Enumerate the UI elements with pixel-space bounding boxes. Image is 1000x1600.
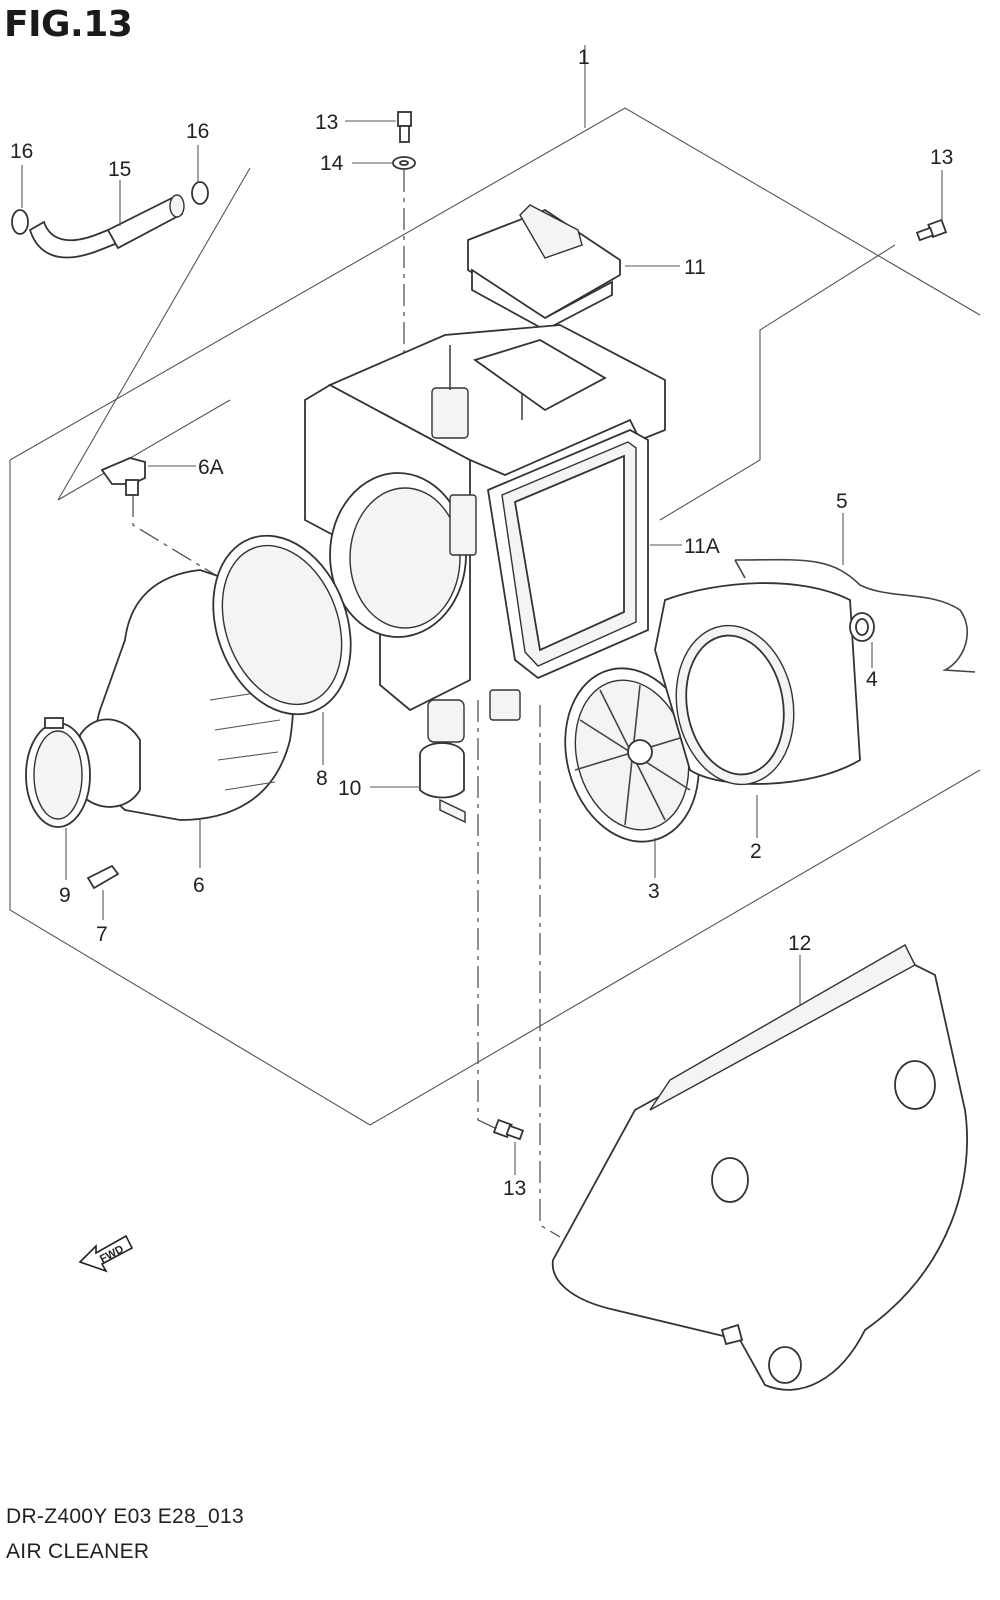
callout-11a: 11A (684, 535, 720, 558)
callout-14: 14 (320, 152, 344, 175)
part-13-bolt-bottom (492, 1118, 525, 1141)
callout-16-left: 16 (10, 140, 33, 163)
part-9-band-clamp (25, 717, 91, 828)
part-4-ring (849, 612, 875, 642)
part-2-filter-element (654, 582, 861, 786)
part-11-intake-duct (467, 204, 621, 332)
fwd-badge-label: FWD (98, 1243, 126, 1265)
part-14-washer (392, 156, 416, 170)
part-11a-seal-frame (487, 429, 649, 680)
part-6a-fitting (100, 457, 146, 496)
fwd-arrow-icon (78, 1234, 134, 1273)
callout-8: 8 (316, 767, 328, 790)
callout-6: 6 (193, 874, 205, 897)
part-15-breather-hose (28, 194, 185, 259)
part-5-wire-clip (734, 558, 976, 673)
callout-1: 1 (578, 46, 590, 69)
assembly-frame (9, 45, 981, 1126)
callout-5: 5 (836, 490, 848, 513)
part-13-bolt-top (397, 111, 412, 143)
callout-13-right: 13 (930, 146, 953, 169)
part-16-hose-clamps (11, 181, 209, 235)
callout-labels: 1 13 14 16 16 15 13 11 6A 11A 5 4 8 10 2… (10, 46, 953, 1200)
callout-15: 15 (108, 158, 131, 181)
callout-4: 4 (866, 668, 878, 691)
callout-6a: 6A (198, 456, 224, 479)
callout-7: 7 (96, 923, 108, 946)
callout-13-top: 13 (315, 111, 338, 134)
model-code: DR-Z400Y E03 E28_013 (6, 1505, 244, 1528)
figure-title: FIG.13 (4, 4, 133, 45)
part-13-bolt-right (915, 218, 948, 242)
callout-2: 2 (750, 840, 762, 863)
callout-11: 11 (684, 256, 706, 279)
callout-12: 12 (788, 932, 811, 955)
callout-16-right: 16 (186, 120, 209, 143)
fwd-direction-badge: FWD (78, 1234, 134, 1273)
callout-10: 10 (338, 777, 361, 800)
part-10-grommet (419, 742, 466, 824)
callout-9: 9 (59, 884, 71, 907)
part-7-drain-plug (86, 864, 120, 890)
part-8-gasket (212, 534, 352, 716)
part-1-air-cleaner-case (304, 324, 666, 743)
section-name: AIR CLEANER (6, 1540, 150, 1563)
part-12-side-cover (551, 944, 968, 1391)
callout-13-bottom: 13 (503, 1177, 526, 1200)
callout-leaders (21, 120, 943, 1175)
callout-3: 3 (648, 880, 660, 903)
